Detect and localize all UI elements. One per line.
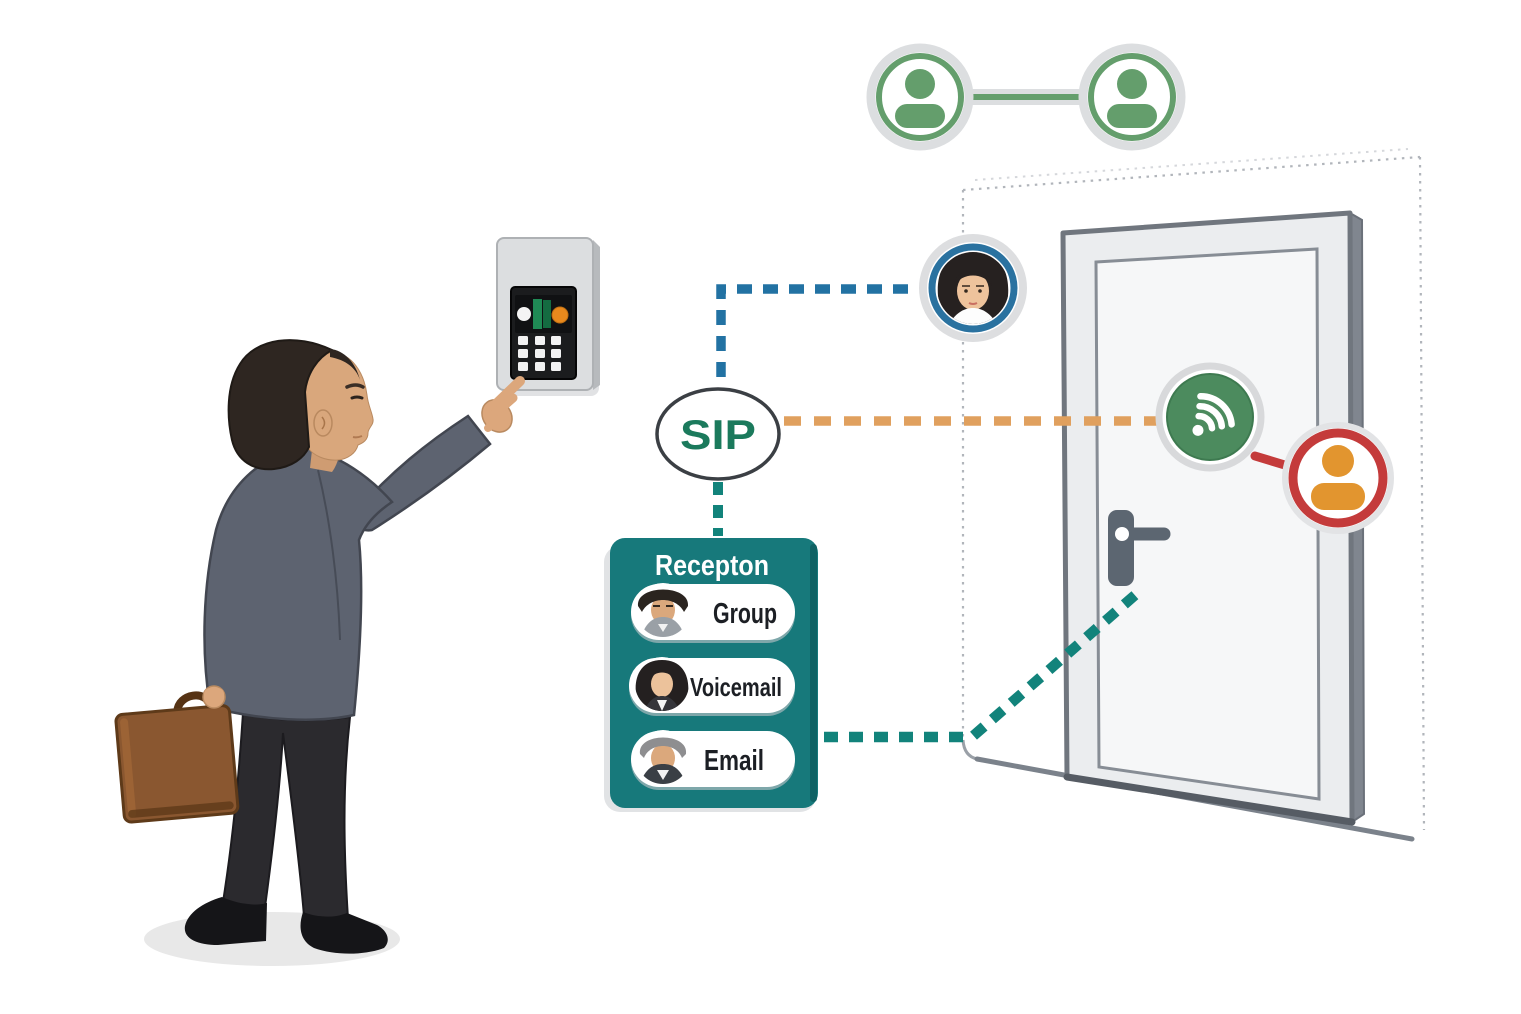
email-option-label: Email [704,745,764,777]
door-panel [1094,247,1321,801]
person-icon [1311,445,1365,510]
briefcase [114,691,240,824]
status-light [533,299,542,329]
sip-node: SIP [655,387,781,481]
carrying-hand [202,685,226,709]
email-option-button[interactable]: Email [631,730,795,790]
receptionist-badge [919,234,1027,342]
wifi-icon [1192,393,1235,436]
user-icon [866,43,974,151]
keypad-keys[interactable] [518,336,561,371]
visitor-badge [1250,422,1394,534]
sip-label: SIP [680,411,756,458]
voicemail-option-label: Voicemail [690,672,782,702]
visitor-head [227,339,374,472]
woman-avatar-icon [937,252,1009,324]
voicemail-option-button[interactable]: Voicemail [629,657,795,716]
pointing-hand [481,376,525,433]
group-call-link [866,43,1186,151]
door-handle-icon [1108,510,1171,586]
reception-panel: Recepton Group [604,538,818,812]
bell-button[interactable] [551,306,569,324]
sip-to-receptionist-link [716,284,908,390]
user-icon [1078,43,1186,151]
door-unlock-badge [1155,362,1265,472]
group-option-label: Group [713,598,777,630]
call-button[interactable] [517,307,531,321]
man-avatar-icon [636,583,690,637]
keypad-device [496,237,600,396]
group-option-button[interactable]: Group [631,583,795,643]
reception-title: Recepton [655,550,769,582]
visitor-illustration [114,339,525,966]
door [1060,210,1366,826]
woman-avatar-icon [635,657,689,711]
status-light [543,300,551,328]
older-man-avatar-icon [636,730,690,784]
